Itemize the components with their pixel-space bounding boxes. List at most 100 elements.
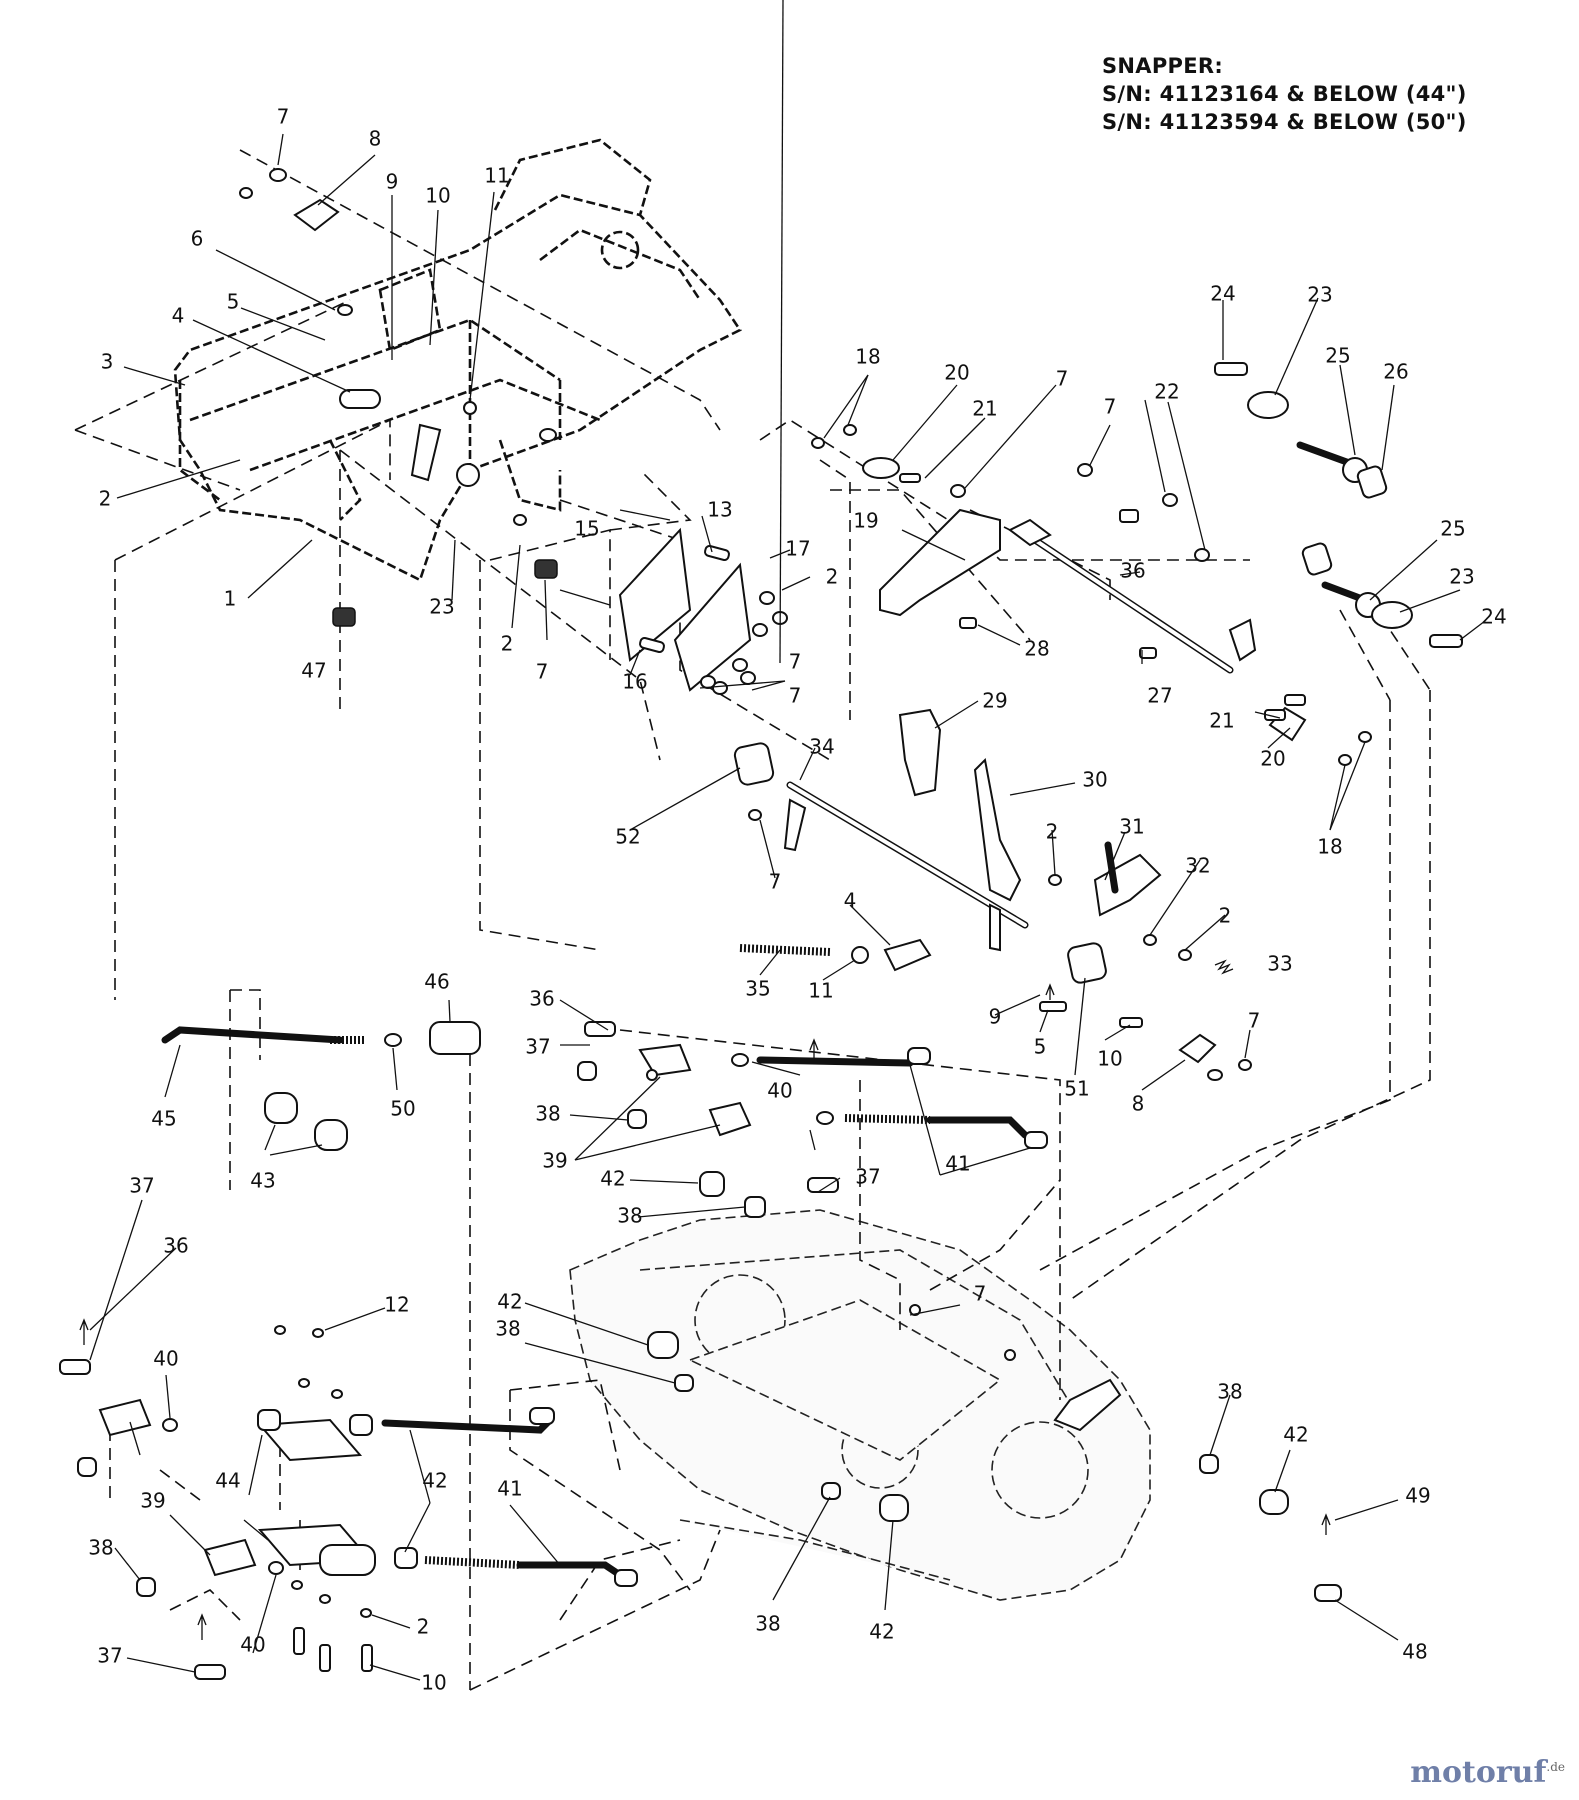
callout-label: 11 xyxy=(808,979,833,1003)
callout-label: 41 xyxy=(497,1477,522,1501)
callout-label: 48 xyxy=(1402,1640,1427,1664)
callout-label: 46 xyxy=(424,970,449,994)
callout-label: 18 xyxy=(1317,835,1342,859)
callout-label: 47 xyxy=(301,659,326,683)
callout-label: 32 xyxy=(1185,854,1210,878)
callout-label: 33 xyxy=(1267,952,1292,976)
callout-label: 18 xyxy=(855,345,880,369)
callout-label: 49 xyxy=(1405,1484,1430,1508)
callout-label: 20 xyxy=(944,361,969,385)
callout-label: 37 xyxy=(525,1035,550,1059)
callout-label: 8 xyxy=(1132,1092,1145,1116)
callout-label: 9 xyxy=(386,170,399,194)
tractor-frame xyxy=(173,138,742,582)
watermark-text: motoruf xyxy=(1410,1755,1547,1790)
callout-label: 12 xyxy=(384,1293,409,1317)
callout-label: 7 xyxy=(277,105,290,129)
callout-label: 2 xyxy=(417,1615,430,1639)
callout-label: 5 xyxy=(1034,1035,1047,1059)
callout-label: 2 xyxy=(99,487,112,511)
callout-label: 16 xyxy=(622,670,647,694)
callout-label: 23 xyxy=(1449,565,1474,589)
callout-label: 7 xyxy=(536,660,549,684)
callout-label: 7 xyxy=(789,684,802,708)
callout-label: 2 xyxy=(1046,820,1059,844)
callout-label: 6 xyxy=(191,227,204,251)
callout-label: 11 xyxy=(484,164,509,188)
callout-label: 40 xyxy=(767,1079,792,1103)
callout-label: 38 xyxy=(535,1102,560,1126)
callout-label: 51 xyxy=(1064,1077,1089,1101)
watermark-suffix: .de xyxy=(1546,1760,1565,1774)
callout-label: 45 xyxy=(151,1107,176,1131)
callout-label: 4 xyxy=(844,889,857,913)
callout-label: 42 xyxy=(422,1469,447,1493)
callout-label: 34 xyxy=(809,735,834,759)
callout-label: 7 xyxy=(974,1282,987,1306)
header-serial-50: S/N: 41123594 & BELOW (50") xyxy=(1102,110,1467,134)
mower-deck xyxy=(569,1209,1151,1601)
callout-label: 9 xyxy=(989,1005,1002,1029)
callout-label: 37 xyxy=(97,1644,122,1668)
callout-label: 10 xyxy=(1097,1047,1122,1071)
callout-label: 37 xyxy=(129,1174,154,1198)
callout-label: 7 xyxy=(1104,395,1117,419)
callout-label: 36 xyxy=(163,1234,188,1258)
header-serial-44: S/N: 41123164 & BELOW (44") xyxy=(1102,82,1467,106)
callout-label: 39 xyxy=(140,1489,165,1513)
assembly-lines-frame xyxy=(74,149,1250,1000)
callout-label: 26 xyxy=(1383,360,1408,384)
callout-label: 38 xyxy=(617,1204,642,1228)
callout-label: 36 xyxy=(529,987,554,1011)
callout-label: 24 xyxy=(1210,282,1235,306)
callout-label: 10 xyxy=(425,184,450,208)
callout-label: 39 xyxy=(542,1149,567,1173)
callout-label: 38 xyxy=(88,1536,113,1560)
callout-label: 35 xyxy=(745,977,770,1001)
callout-label: 52 xyxy=(615,825,640,849)
callout-label: 22 xyxy=(1154,380,1179,404)
callout-label: 42 xyxy=(600,1167,625,1191)
callout-label: 44 xyxy=(215,1469,240,1493)
callout-label: 17 xyxy=(785,537,810,561)
callout-label: 7 xyxy=(769,870,782,894)
callout-label: 10 xyxy=(421,1671,446,1695)
callout-label: 21 xyxy=(1209,709,1234,733)
callout-label: 42 xyxy=(497,1290,522,1314)
callout-label: 24 xyxy=(1481,605,1506,629)
callout-label: 43 xyxy=(250,1169,275,1193)
callout-label: 19 xyxy=(853,509,878,533)
callout-label: 38 xyxy=(1217,1380,1242,1404)
callout-label: 37 xyxy=(855,1165,880,1189)
callout-label: 1 xyxy=(224,587,237,611)
callout-label: 2 xyxy=(1219,904,1232,928)
callout-label: 2 xyxy=(501,632,514,656)
callout-label: 42 xyxy=(1283,1423,1308,1447)
leader-lines xyxy=(89,0,1486,1681)
callout-label: 2 xyxy=(826,565,839,589)
callout-label: 23 xyxy=(429,595,454,619)
callout-label: 23 xyxy=(1307,283,1332,307)
callout-label: 40 xyxy=(153,1347,178,1371)
callout-label: 25 xyxy=(1440,517,1465,541)
watermark-logo: motoruf.de xyxy=(1410,1755,1565,1790)
callout-label: 40 xyxy=(240,1633,265,1657)
callout-label: 29 xyxy=(982,689,1007,713)
callout-label: 21 xyxy=(972,397,997,421)
header-brand: SNAPPER: xyxy=(1102,54,1224,78)
callout-label: 36 xyxy=(1120,559,1145,583)
callout-label: 25 xyxy=(1325,344,1350,368)
callout-label: 7 xyxy=(1056,367,1069,391)
callout-label: 28 xyxy=(1024,637,1049,661)
callout-label: 4 xyxy=(172,304,185,328)
callout-label: 42 xyxy=(869,1620,894,1644)
model-header: SNAPPER: S/N: 41123164 & BELOW (44") S/N… xyxy=(1102,52,1467,136)
callout-label: 27 xyxy=(1147,684,1172,708)
callouts: 7 8 9 10 11 6 4 5 3 2 1 47 23 2 7 15 13 … xyxy=(88,105,1506,1695)
parts xyxy=(59,168,1463,1680)
callout-label: 41 xyxy=(945,1152,970,1176)
callout-label: 30 xyxy=(1082,768,1107,792)
callout-label: 38 xyxy=(755,1612,780,1636)
callout-label: 38 xyxy=(495,1317,520,1341)
